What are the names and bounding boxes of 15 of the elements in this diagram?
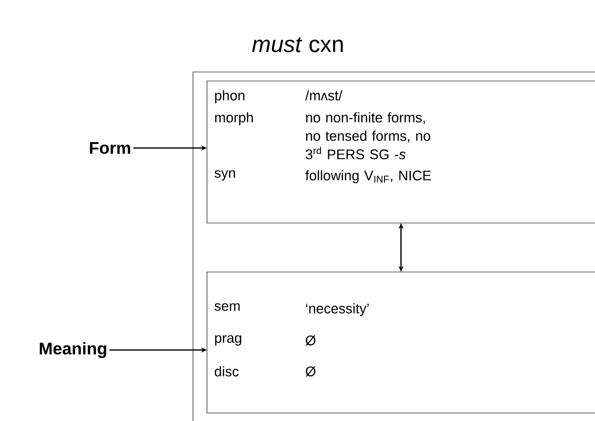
feature-label: disc	[214, 366, 239, 376]
feature-value: ‘necessity’	[306, 303, 369, 316]
feature-label: prag	[215, 335, 242, 346]
title: must cxn	[252, 37, 343, 52]
feature-label: morph	[215, 112, 253, 126]
feature-label: phon	[215, 90, 244, 104]
feature-value: Ø	[306, 366, 316, 377]
feature-label: syn	[214, 170, 235, 181]
construction-frame	[192, 72, 595, 421]
side-label: Meaning	[40, 342, 106, 358]
feature-label: sem	[214, 303, 240, 311]
feature-value: Ø	[306, 335, 316, 346]
feature-value: following V$_{INF}$, NICE	[305, 170, 431, 184]
side-label: Form	[90, 142, 130, 154]
feature-value: /mʌst/	[305, 90, 342, 100]
